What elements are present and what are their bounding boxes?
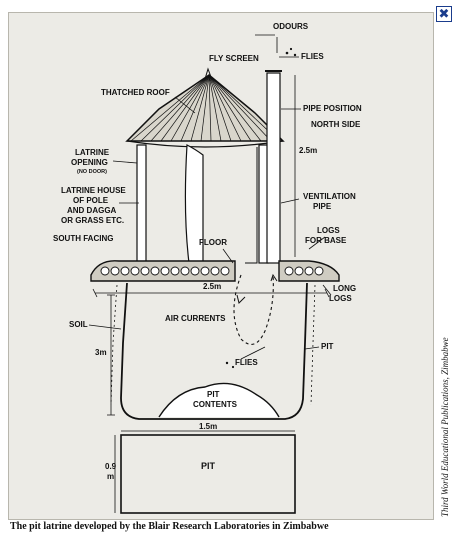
pit-outline bbox=[120, 282, 308, 420]
flies-marks bbox=[225, 47, 297, 369]
label-height-dim: 2.5m bbox=[299, 146, 317, 155]
label-pit-contents-2: CONTENTS bbox=[193, 400, 238, 409]
air-current-arrow-up bbox=[270, 273, 278, 282]
left-post bbox=[136, 144, 147, 264]
figure-caption: The pit latrine developed by the Blair R… bbox=[10, 521, 329, 532]
inner-wall-right bbox=[245, 147, 258, 264]
label-logs-base-1: LOGS bbox=[317, 226, 340, 235]
label-ventilation-2: PIPE bbox=[313, 202, 332, 211]
label-plan-width: 1.5m bbox=[199, 422, 217, 431]
roof-peak bbox=[204, 67, 212, 80]
air-current-path bbox=[233, 274, 274, 345]
air-current-arrow-down bbox=[236, 294, 246, 304]
pit-plan-view bbox=[120, 434, 296, 514]
roof-eave bbox=[126, 140, 284, 148]
close-icon[interactable]: ✖ bbox=[436, 6, 452, 22]
label-south-facing: SOUTH FACING bbox=[53, 234, 113, 243]
label-latrine-opening-2: OPENING bbox=[71, 158, 108, 167]
label-plan-depth-1: 0.9 bbox=[105, 462, 117, 471]
label-latrine-house-4: OR GRASS ETC. bbox=[61, 216, 124, 225]
label-air-currents: AIR CURRENTS bbox=[165, 314, 226, 323]
pit-lining-left bbox=[110, 284, 118, 406]
label-pipe-position-2: NORTH SIDE bbox=[311, 120, 361, 129]
label-pipe-position-1: PIPE POSITION bbox=[303, 104, 362, 113]
label-soil: SOIL bbox=[69, 320, 88, 329]
label-plan-depth-2: m bbox=[107, 472, 114, 481]
pit-contents-mound bbox=[158, 382, 280, 418]
label-latrine-house-2: OF POLE bbox=[73, 196, 109, 205]
label-thatched-roof: THATCHED ROOF bbox=[101, 88, 170, 97]
label-floor: FLOOR bbox=[199, 238, 227, 247]
label-long-logs-2: LOGS bbox=[329, 294, 352, 303]
pit-latrine-diagram: ODOURS FLY SCREEN FLIES THATCHED ROOF PI… bbox=[53, 22, 362, 514]
label-flies-pit: FLIES bbox=[235, 358, 258, 367]
label-latrine-house-3: AND DAGGA bbox=[67, 206, 117, 215]
label-ventilation-1: VENTILATION bbox=[303, 192, 356, 201]
ventilation-pipe bbox=[266, 72, 281, 264]
label-long-logs-1: LONG bbox=[333, 284, 356, 293]
label-odours: ODOURS bbox=[273, 22, 309, 31]
label-latrine-house-1: LATRINE HOUSE bbox=[61, 186, 126, 195]
label-pit-contents-1: PIT bbox=[207, 390, 220, 399]
label-pit-arrow: PIT bbox=[321, 342, 334, 351]
label-flies-top: FLIES bbox=[301, 52, 324, 61]
photo-credit: Third World Educational Publications, Zi… bbox=[440, 337, 450, 517]
label-latrine-opening-1: LATRINE bbox=[75, 148, 110, 157]
base-logs bbox=[100, 266, 324, 276]
label-width-dim: 2.5m bbox=[203, 282, 221, 291]
label-logs-base-2: FOR BASE bbox=[305, 236, 347, 245]
label-no-door: (NO DOOR) bbox=[77, 169, 107, 175]
label-plan-pit: PIT bbox=[201, 461, 216, 471]
label-depth-dim: 3m bbox=[95, 348, 107, 357]
roof-thatch-lines bbox=[130, 74, 280, 142]
label-fly-screen: FLY SCREEN bbox=[209, 54, 259, 63]
diagram-panel: ODOURS FLY SCREEN FLIES THATCHED ROOF PI… bbox=[8, 12, 434, 520]
pit-lining-right bbox=[310, 284, 316, 406]
